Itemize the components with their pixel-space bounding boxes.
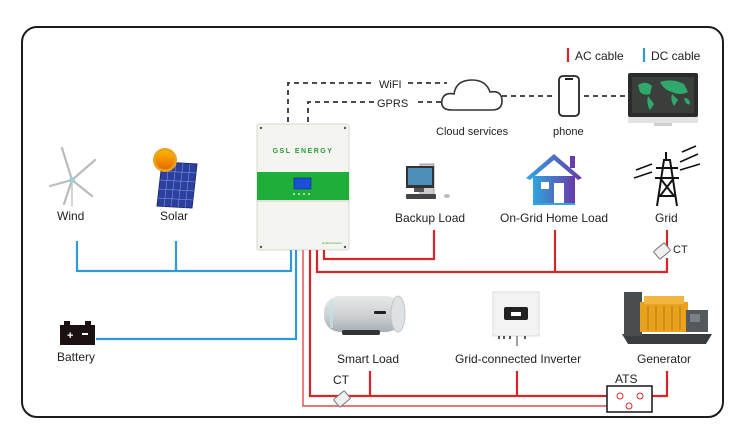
ct-bottom-label: CT bbox=[333, 373, 350, 387]
wind-dc-line bbox=[75, 241, 293, 273]
ct-grid-label: CT bbox=[673, 244, 688, 256]
grid-inverter-icon bbox=[492, 291, 540, 346]
inverter-lcd bbox=[293, 177, 312, 190]
battery-dc-line bbox=[96, 250, 298, 341]
wifi-line bbox=[287, 82, 374, 122]
inverter-brand: GSL ENERGY bbox=[273, 148, 334, 155]
diagram-frame bbox=[21, 26, 724, 418]
battery-label: Battery bbox=[57, 350, 95, 364]
dc-legend-label: DC cable bbox=[651, 49, 701, 63]
inverter-model-tag: Hybrid Inverter bbox=[322, 241, 342, 245]
grid-label: Grid bbox=[655, 211, 678, 225]
smart-load-label: Smart Load bbox=[337, 352, 399, 366]
home-load-label: On-Grid Home Load bbox=[500, 211, 608, 225]
legend: AC cable DC cable bbox=[566, 48, 701, 63]
backup-load-label: Backup Load bbox=[395, 211, 465, 225]
solar-panel-icon bbox=[153, 148, 198, 209]
wifi-label: WiFI bbox=[379, 79, 402, 91]
wind-turbine-icon bbox=[48, 146, 97, 207]
ct-bottom-icon bbox=[333, 390, 351, 408]
ct-grid-icon bbox=[653, 242, 671, 260]
backup-load-line bbox=[322, 230, 436, 261]
battery-icon: + bbox=[60, 321, 95, 345]
gprs-label: GPRS bbox=[377, 98, 408, 110]
communication-links: WiFI GPRS bbox=[287, 79, 626, 122]
solar-label: Solar bbox=[160, 209, 188, 223]
ats-label: ATS bbox=[615, 372, 637, 386]
phone-label: phone bbox=[553, 126, 584, 138]
generator-label: Generator bbox=[637, 352, 691, 366]
water-heater-icon bbox=[324, 295, 406, 335]
hybrid-inverter: GSL ENERGY Hybrid Inverter bbox=[256, 123, 350, 251]
ats-return-line bbox=[302, 250, 623, 407]
cloud-label: Cloud services bbox=[436, 126, 509, 138]
dc-cables bbox=[75, 241, 298, 341]
ac-cables bbox=[302, 230, 669, 407]
generator-icon bbox=[622, 292, 712, 344]
grid-line bbox=[315, 250, 669, 274]
house-icon bbox=[526, 154, 582, 205]
gprs-line bbox=[307, 101, 374, 122]
svg-text:+: + bbox=[67, 330, 73, 342]
grid-inverter-label: Grid-connected Inverter bbox=[455, 352, 581, 366]
phone-icon bbox=[558, 75, 580, 117]
generator-line bbox=[308, 250, 616, 398]
cloud-icon bbox=[440, 79, 503, 111]
ats-switch bbox=[606, 385, 653, 413]
monitor-icon bbox=[628, 73, 698, 126]
power-tower-icon bbox=[633, 145, 701, 207]
ac-legend-label: AC cable bbox=[575, 49, 624, 63]
wind-label: Wind bbox=[57, 209, 84, 223]
desktop-computer-icon bbox=[406, 163, 450, 199]
